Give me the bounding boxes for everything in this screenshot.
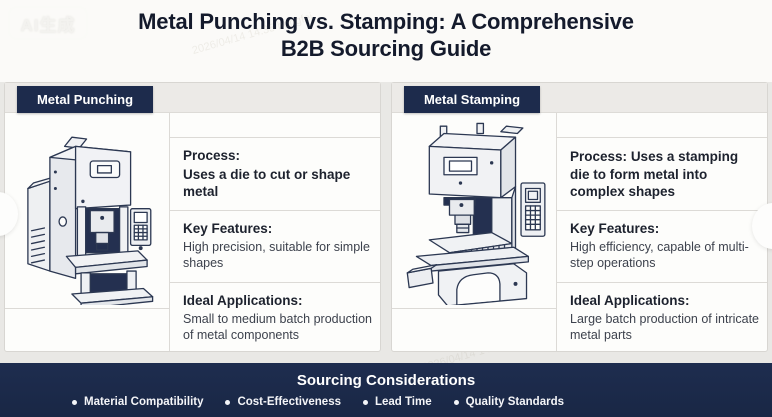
- ideal-applications-body: Large batch production of intricate meta…: [570, 311, 760, 342]
- key-features-label: Key Features:: [570, 221, 660, 236]
- page-title-line2: B2B Sourcing Guide: [280, 35, 492, 61]
- tab-metal-stamping: Metal Stamping: [404, 86, 540, 113]
- footer-item-cost-effectiveness: Cost-Effectiveness: [225, 396, 341, 408]
- footer-item-label: Material Compatibility: [84, 396, 204, 408]
- edge-notch-right: [752, 203, 772, 249]
- bullet-icon: [72, 399, 77, 405]
- bullet-icon: [453, 399, 459, 405]
- panel-metal-punching: Metal Punching: [4, 82, 381, 352]
- spacer-row: [557, 113, 767, 138]
- illustration-cell: [392, 113, 557, 351]
- footer-items: Material Compatibility Cost-Effectivenes…: [72, 396, 564, 408]
- ideal-applications-body: Small to medium batch production of meta…: [183, 311, 372, 342]
- illustration-divider: [5, 308, 169, 309]
- punching-machine-image: [15, 117, 160, 305]
- title-band: Metal Punching vs. Stamping: A Comprehen…: [0, 0, 772, 82]
- process-section: Process: Uses a stamping die to form met…: [557, 138, 767, 211]
- illustration-divider: [392, 308, 556, 309]
- key-features-body: High efficiency, capable of multi-step o…: [570, 239, 749, 270]
- key-features-section: Key Features: High efficiency, capable o…: [557, 211, 767, 283]
- key-features-label: Key Features:: [183, 221, 273, 236]
- bullet-icon: [225, 399, 231, 405]
- footer-item-quality-standards: Quality Standards: [453, 396, 564, 408]
- ideal-applications-section: Ideal Applications: Large batch producti…: [557, 283, 767, 351]
- key-features-body: High precision, suitable for simple shap…: [183, 239, 370, 270]
- ideal-applications-label: Ideal Applications:: [183, 293, 303, 308]
- panel-metal-stamping: Metal Stamping: [391, 82, 768, 352]
- ai-generated-badge: AI生成: [8, 6, 88, 40]
- illustration-cell: [5, 113, 170, 351]
- panel-content: Process: Uses a die to cut or shape meta…: [5, 113, 380, 351]
- footer-item-material-compatibility: Material Compatibility: [72, 396, 204, 408]
- page-title-line1: Metal Punching vs. Stamping: A Comprehen…: [138, 9, 634, 34]
- text-cell: Process: Uses a die to cut or shape meta…: [170, 113, 380, 351]
- footer-item-lead-time: Lead Time: [362, 396, 432, 408]
- footer-item-label: Lead Time: [374, 396, 432, 408]
- page-title: Metal Punching vs. Stamping: A Comprehen…: [0, 9, 772, 63]
- footer-title: Sourcing Considerations: [296, 372, 476, 389]
- sourcing-considerations-bar: Sourcing Considerations Material Compati…: [0, 363, 772, 417]
- spacer-row: [170, 113, 380, 138]
- edge-notch-left: [0, 192, 18, 236]
- process-label: Process:: [183, 148, 241, 163]
- process-body: Process: Uses a stamping die to form met…: [570, 149, 739, 200]
- process-label: Process:: [570, 149, 628, 164]
- ideal-applications-label: Ideal Applications:: [570, 293, 690, 308]
- panel-content: Process: Uses a stamping die to form met…: [392, 113, 767, 351]
- process-body: Uses a die to cut or shape metal: [183, 166, 351, 200]
- text-cell: Process: Uses a stamping die to form met…: [557, 113, 767, 351]
- tab-metal-punching: Metal Punching: [17, 86, 153, 113]
- key-features-section: Key Features: High precision, suitable f…: [170, 211, 380, 283]
- stamping-machine-image: [402, 117, 552, 305]
- bullet-icon: [362, 399, 368, 405]
- footer-item-label: Cost-Effectiveness: [237, 396, 341, 408]
- footer-item-label: Quality Standards: [465, 396, 564, 408]
- ideal-applications-section: Ideal Applications: Small to medium batc…: [170, 283, 380, 351]
- process-section: Process: Uses a die to cut or shape meta…: [170, 138, 380, 211]
